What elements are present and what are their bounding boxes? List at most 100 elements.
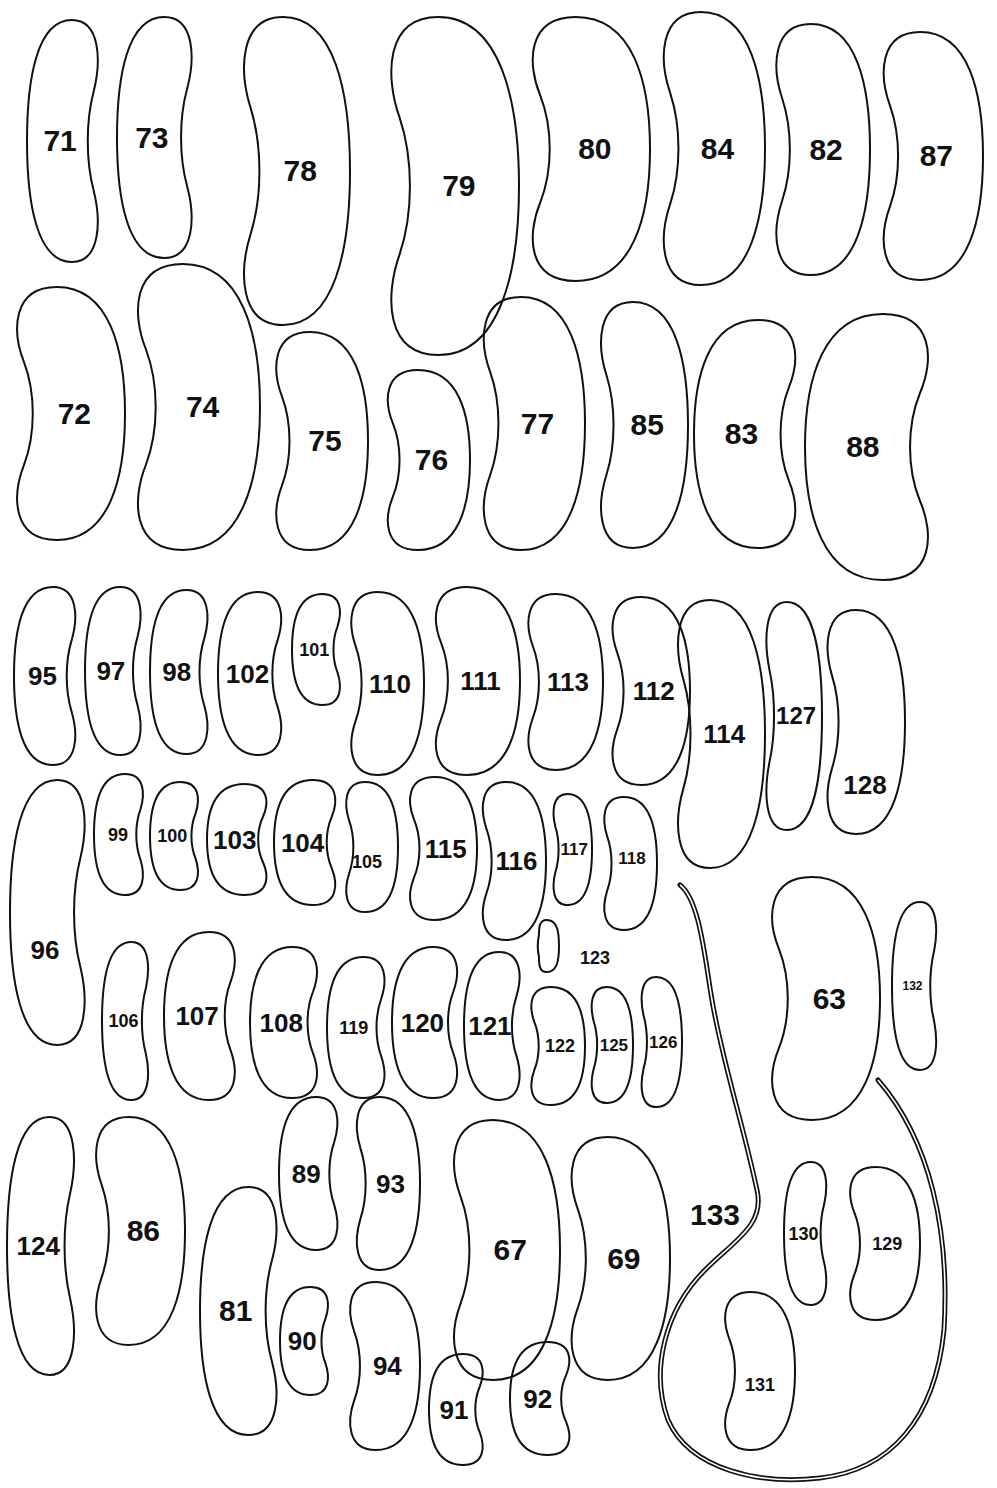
seed-outline: 98 xyxy=(148,588,212,756)
seed-shape xyxy=(342,780,400,914)
seed-number: 115 xyxy=(425,836,467,862)
seed-outline: 114 xyxy=(672,598,767,870)
seed-number: 79 xyxy=(442,171,475,201)
seed-number: 114 xyxy=(703,721,745,747)
seed-outline: 120 xyxy=(390,945,462,1100)
seed-outline: 72 xyxy=(10,285,127,542)
seed-outline: 130 xyxy=(782,1160,830,1307)
seed-number: 84 xyxy=(701,134,734,164)
seed-number: 124 xyxy=(17,1233,60,1259)
seed-number: 131 xyxy=(745,1376,775,1394)
seed-outline: 121 xyxy=(462,950,524,1102)
seed-number: 103 xyxy=(213,827,256,853)
seed-number: 77 xyxy=(521,409,554,439)
seed-number: 102 xyxy=(226,661,269,687)
seed-outline: 76 xyxy=(382,368,472,552)
seed-number: 101 xyxy=(299,641,329,659)
seed-shape xyxy=(8,778,90,1047)
seed-outline: 115 xyxy=(405,775,479,922)
seed-outline: 126 xyxy=(638,975,684,1109)
seed-number: 117 xyxy=(561,841,588,858)
seed-outline: 102 xyxy=(216,590,286,757)
seed-outline: 77 xyxy=(477,295,587,552)
seed-outline: 89 xyxy=(277,1095,342,1252)
seed-number: 97 xyxy=(96,658,125,684)
seed-outline: 105 xyxy=(342,780,400,914)
seed-number: 90 xyxy=(288,1328,317,1354)
seed-outline: 122 xyxy=(527,985,587,1107)
seed-number: 132 xyxy=(903,980,923,992)
seed-number: 111 xyxy=(460,668,501,694)
seed-outline: 93 xyxy=(352,1095,422,1272)
seed-outline: 74 xyxy=(130,262,262,552)
seed-number: 130 xyxy=(789,1225,819,1243)
seed-outline: 112 xyxy=(607,595,692,787)
seed-number: 107 xyxy=(175,1003,218,1029)
seed-outline: 116 xyxy=(478,780,548,942)
seed-number: 86 xyxy=(127,1216,160,1246)
seed-number: 98 xyxy=(162,659,191,685)
seed-number: 88 xyxy=(846,432,879,462)
seed-outline: 81 xyxy=(198,1185,282,1437)
seed-outline: 63 xyxy=(765,875,882,1122)
seed-number: 105 xyxy=(352,853,382,871)
seed-number: 118 xyxy=(618,850,645,867)
seed-outline: 101 xyxy=(290,592,344,707)
seed-outline: 100 xyxy=(148,780,202,892)
seed-outline: 110 xyxy=(346,590,426,777)
seed-number: 100 xyxy=(157,827,187,845)
seed-number: 128 xyxy=(843,772,886,798)
seed-number: 120 xyxy=(401,1010,444,1036)
seed-outline: 94 xyxy=(345,1280,422,1452)
seed-number: 122 xyxy=(545,1037,575,1055)
seed-outline: 99 xyxy=(92,772,147,897)
seed-outline: 69 xyxy=(565,1135,672,1382)
seed-number: 127 xyxy=(776,704,816,728)
seed-number: 116 xyxy=(496,848,538,874)
seed-number: 112 xyxy=(633,678,675,704)
seed-number: 67 xyxy=(494,1235,527,1265)
seed-number: 89 xyxy=(292,1161,321,1187)
seed-number: 121 xyxy=(468,1013,511,1039)
seed-outline: 80 xyxy=(525,15,652,283)
seed-outline: 85 xyxy=(595,300,690,550)
seed-number: 74 xyxy=(186,392,219,422)
seed-number: 129 xyxy=(872,1235,902,1253)
seed-number: 82 xyxy=(809,135,842,165)
seed-outline: 75 xyxy=(270,330,370,552)
seed-number: 69 xyxy=(607,1244,640,1274)
seed-outline: 104 xyxy=(272,778,340,907)
seed-outline: 127 xyxy=(762,600,824,832)
seed-number: 123 xyxy=(580,949,610,967)
seed-number: 76 xyxy=(415,445,448,475)
seed-outline: 128 xyxy=(822,608,907,836)
seed-outline: 132 xyxy=(890,900,940,1072)
seed-shape xyxy=(720,1290,797,1452)
seed-number: 133 xyxy=(690,1200,740,1230)
seed-number: 83 xyxy=(725,419,758,449)
seed-outline: 91 xyxy=(427,1352,487,1467)
seed-outline: 87 xyxy=(877,30,985,282)
seed-outline: 82 xyxy=(770,22,872,277)
seed-outline: 117 xyxy=(550,792,594,907)
seed-number: 113 xyxy=(547,669,589,695)
seed-outline: 123 xyxy=(537,918,617,974)
seed-number: 73 xyxy=(135,123,168,153)
seed-number: 92 xyxy=(523,1386,552,1412)
seed-number: 78 xyxy=(284,156,317,186)
seed-number: 80 xyxy=(578,134,611,164)
seed-number: 119 xyxy=(339,1019,368,1037)
seed-number: 93 xyxy=(376,1171,405,1197)
seed-shape xyxy=(822,608,907,836)
seed-outline: 84 xyxy=(657,10,767,287)
seed-outline: 90 xyxy=(278,1285,332,1397)
seed-outline: 131 xyxy=(720,1290,797,1452)
seed-outline: 103 xyxy=(205,782,271,897)
seed-outline: 78 xyxy=(237,15,352,327)
seed-outline: 106 xyxy=(100,940,152,1102)
seed-outline: 118 xyxy=(600,795,659,932)
seed-number: 72 xyxy=(58,399,91,429)
seed-number: 91 xyxy=(440,1397,469,1423)
seed-number: 110 xyxy=(369,671,411,697)
seed-outline: 86 xyxy=(90,1115,187,1347)
